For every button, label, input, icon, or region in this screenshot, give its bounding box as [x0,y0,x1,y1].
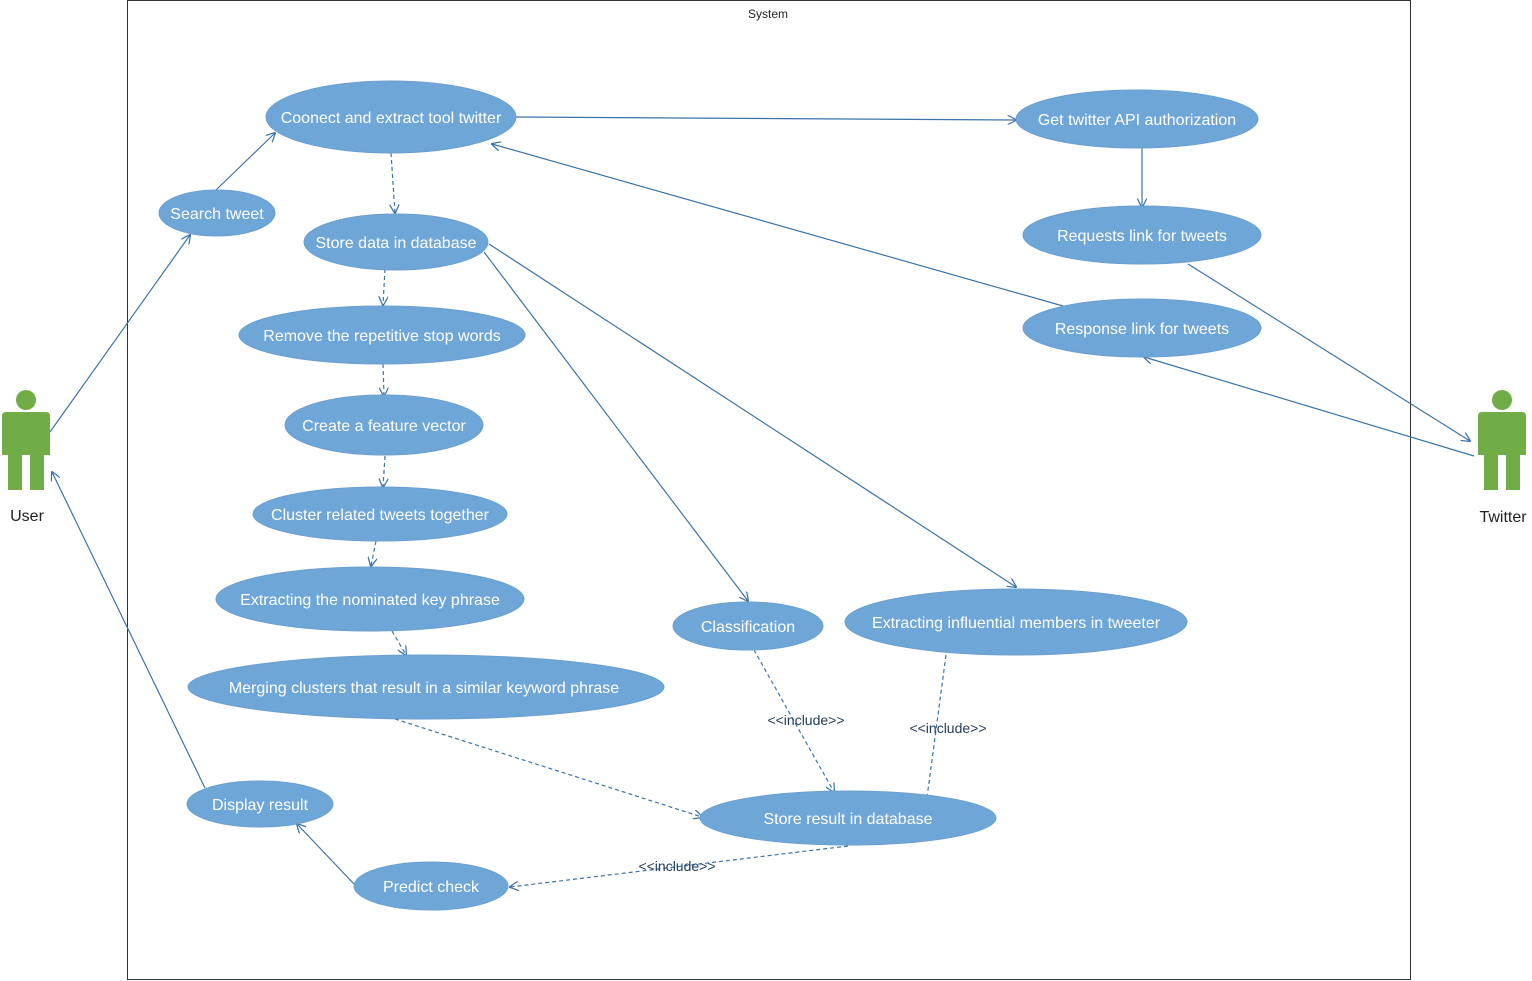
edge-storedata-classification [483,251,748,601]
use-case-label: Response link for tweets [1055,321,1229,338]
use-case-label: Predict check [383,879,480,896]
include-label-influential: <<include>> [909,720,986,736]
use-case-label: Coonect and extract tool twitter [281,110,502,127]
use-case-label: Get twitter API authorization [1038,112,1236,129]
use-case-predict-check[interactable]: Predict check [353,861,509,911]
use-case-search-tweet[interactable]: Search tweet [158,189,276,237]
use-case-store-result[interactable]: Store result in database [699,790,997,846]
use-case-merge-clusters[interactable]: Merging clusters that result in a simila… [187,654,665,720]
use-case-label: Display result [212,797,309,814]
user-icon [1478,390,1526,490]
use-case-label: Store result in database [764,811,933,828]
edge-merge-storeresult [394,718,702,817]
use-case-store-data[interactable]: Store data in database [303,213,489,271]
edge-search-connect [215,133,275,191]
use-case-label: Merging clusters that result in a simila… [229,680,619,697]
use-case-label: Extracting influential members in tweete… [872,615,1161,632]
actor-user-label: User [10,508,44,525]
actor-twitter-label: Twitter [1479,509,1527,526]
use-case-requests-link[interactable]: Requests link for tweets [1022,205,1262,265]
use-case-connect[interactable]: Coonect and extract tool twitter [265,80,517,154]
use-case-label: Create a feature vector [302,418,466,435]
actor-twitter[interactable]: Twitter [1478,390,1527,526]
use-case-label: Cluster related tweets together [271,507,490,524]
edge-display-user [52,472,206,789]
actor-user[interactable]: User [2,390,50,525]
use-case-label: Classification [701,619,795,636]
edge-classification-storeresult [753,649,834,792]
use-case-label: Store data in database [315,235,476,252]
use-case-influential-members[interactable]: Extracting influential members in tweete… [844,588,1188,656]
edge-connect-apiauth [515,117,1016,120]
edge-connect-storedata [391,152,395,213]
edge-predict-display [297,824,355,885]
use-case-label: Requests link for tweets [1057,228,1227,245]
edge-cluster-extract [371,540,376,566]
user-icon [2,390,50,490]
use-case-classification[interactable]: Classification [672,601,824,651]
system-boundary [127,0,1411,980]
use-case-extract-key-phrase[interactable]: Extracting the nominated key phrase [215,566,525,632]
use-case-cluster-tweets[interactable]: Cluster related tweets together [252,486,508,542]
edge-influential-storeresult [926,654,947,805]
system-title: System [748,7,788,21]
edge-user-search [49,235,190,433]
edge-storeresult-predict [510,845,849,887]
include-label-predict: <<include>> [638,858,715,874]
use-case-display-result[interactable]: Display result [186,780,334,828]
use-case-label: Search tweet [170,206,264,223]
edge-feature-cluster [383,455,385,487]
edge-response-connect [492,144,1064,307]
use-case-label: Remove the repetitive stop words [263,328,500,345]
edges [49,117,1475,887]
edge-storedata-influential [488,243,1016,587]
edge-twitter-response [1144,357,1475,457]
use-case-remove-stop-words[interactable]: Remove the repetitive stop words [238,305,526,365]
use-case-api-authorization[interactable]: Get twitter API authorization [1015,89,1259,149]
include-label-classification: <<include>> [767,712,844,728]
edge-remove-feature [383,363,384,396]
edge-storedata-remove [383,268,385,305]
edge-requests-twitter [1187,263,1470,441]
use-case-label: Extracting the nominated key phrase [240,592,500,609]
use-case-feature-vector[interactable]: Create a feature vector [284,394,484,456]
edge-extract-merge [391,630,406,655]
use-case-response-link[interactable]: Response link for tweets [1022,298,1262,358]
